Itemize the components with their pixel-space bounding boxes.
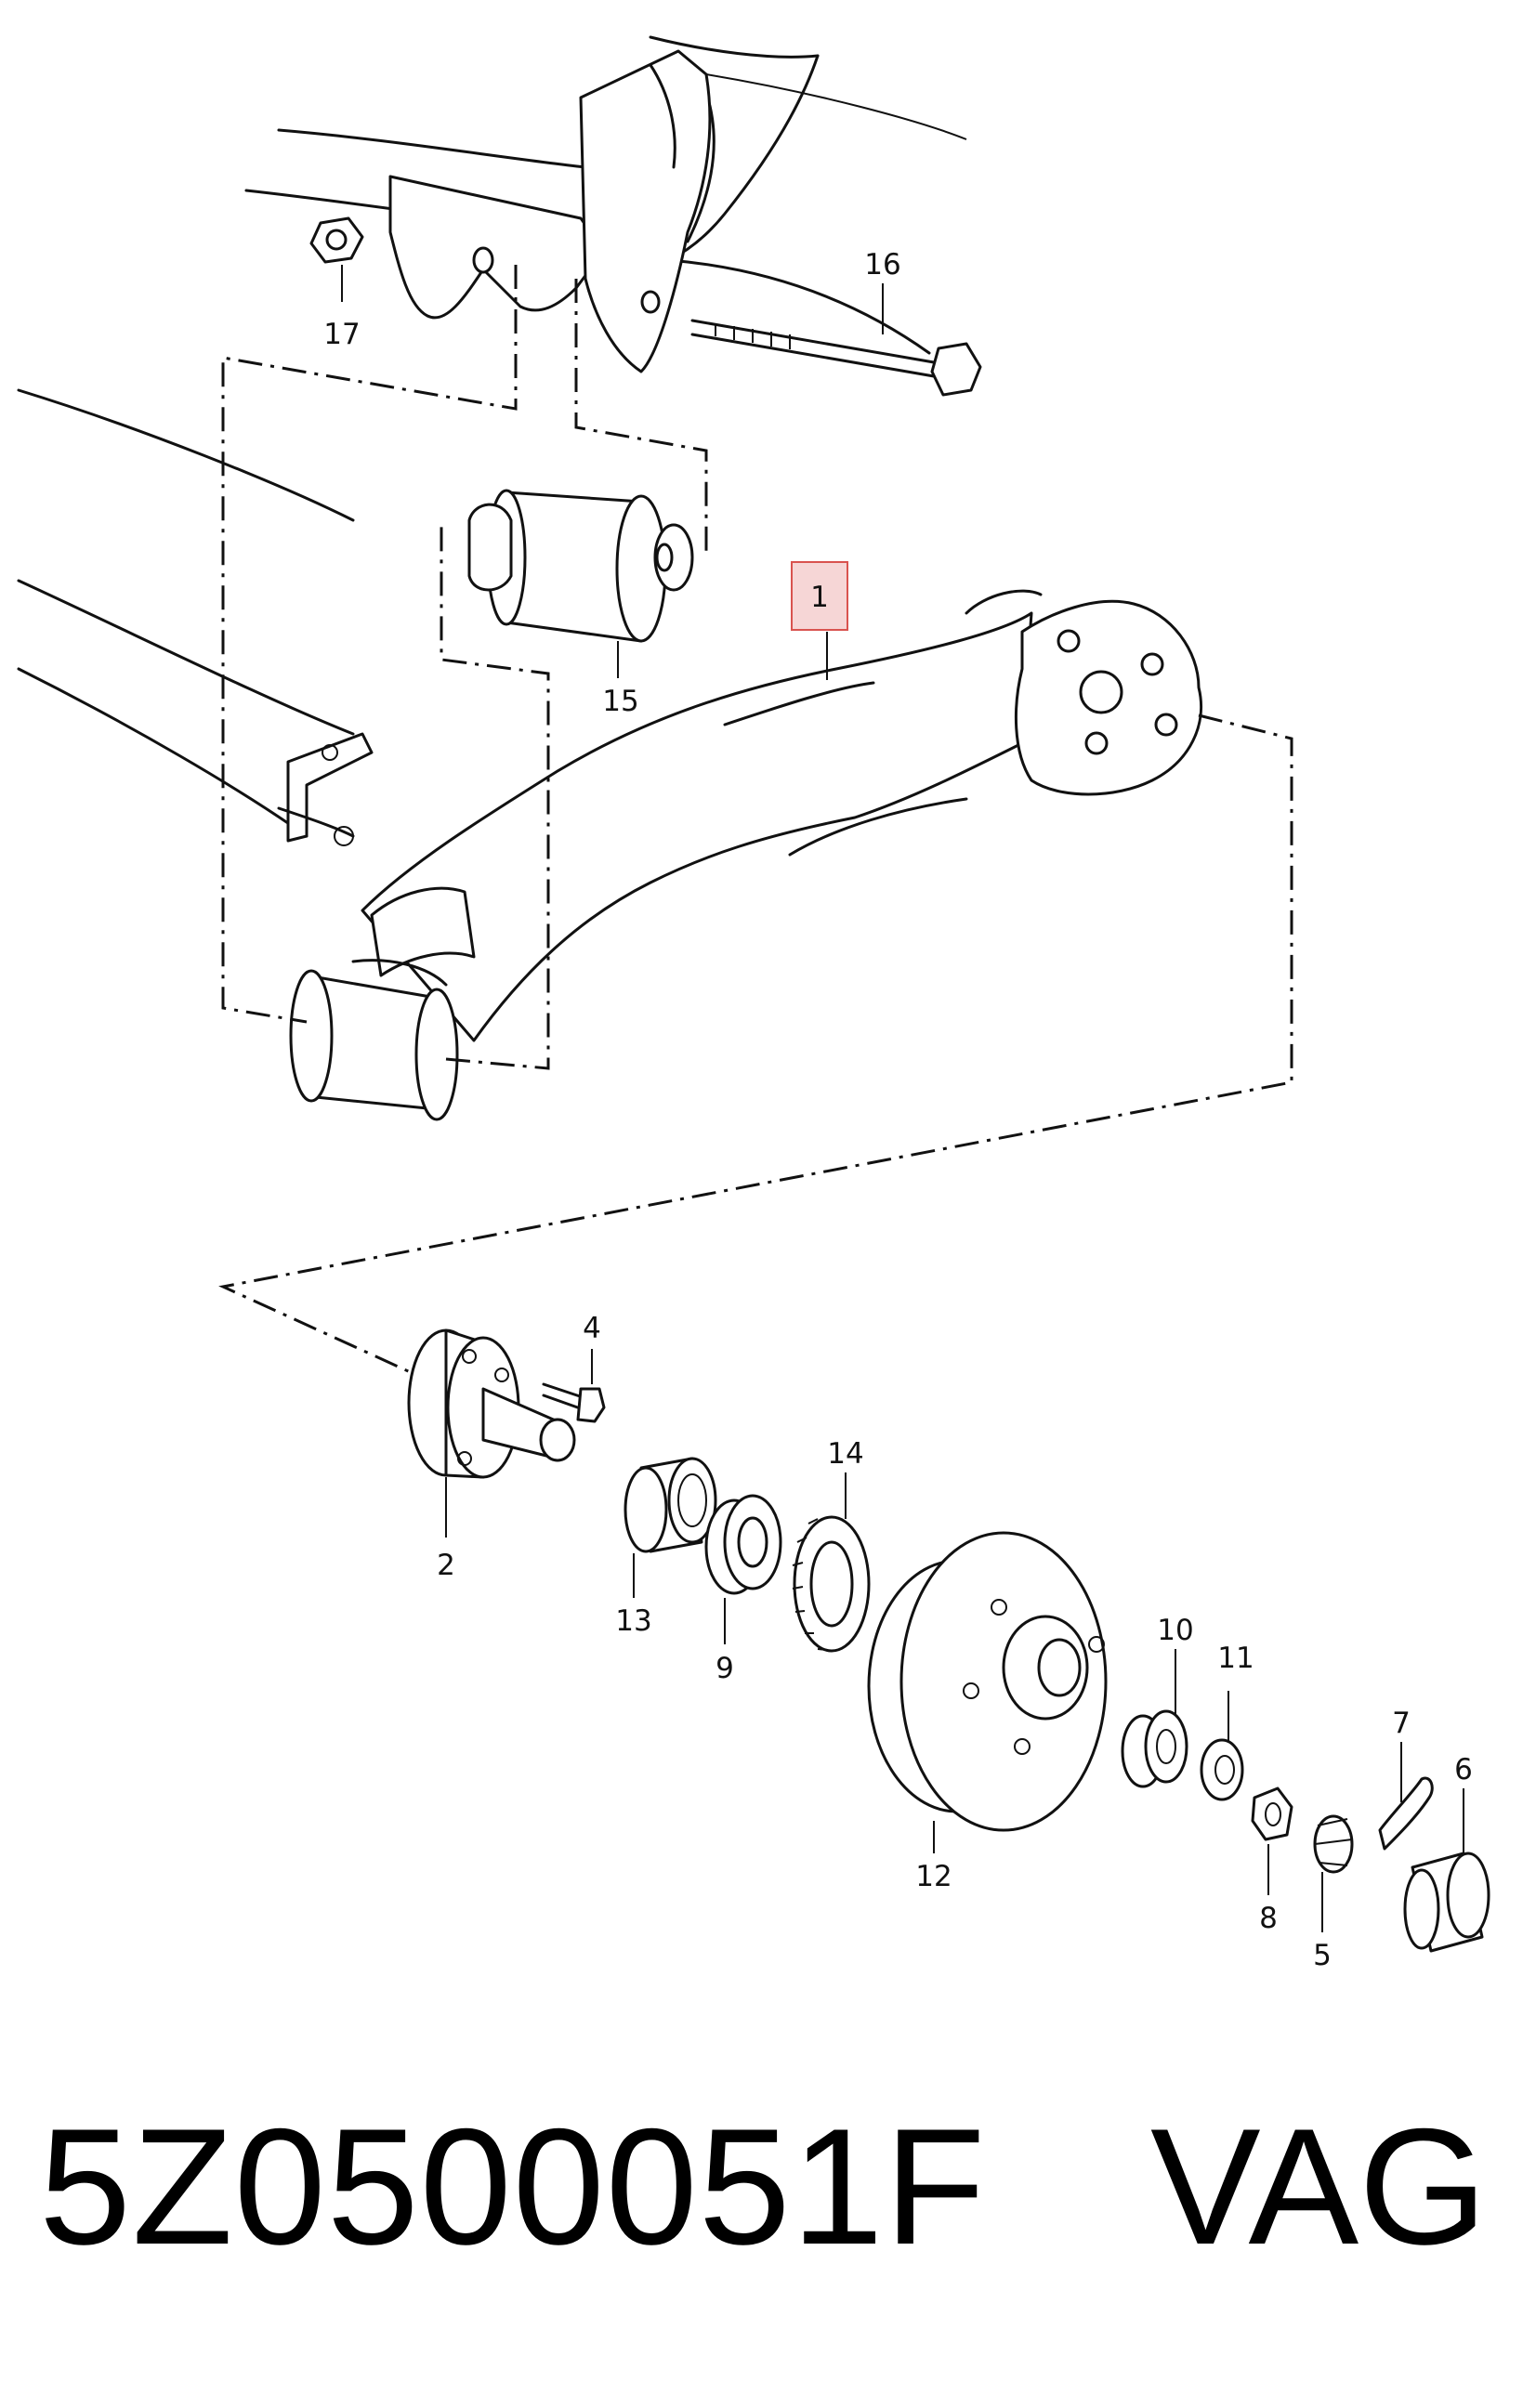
nut-8 bbox=[1251, 1786, 1293, 1841]
brake-drum-12 bbox=[867, 1531, 1108, 1832]
callout-15: 15 bbox=[602, 685, 638, 718]
bearing-10 bbox=[1121, 1709, 1188, 1788]
split-pin-7 bbox=[1378, 1776, 1434, 1851]
brand-name: VAG bbox=[1150, 2094, 1488, 2279]
callout-8: 8 bbox=[1259, 1902, 1278, 1935]
callout-5: 5 bbox=[1313, 1939, 1332, 1972]
chassis-body-outline bbox=[17, 35, 931, 838]
callout-1: 1 bbox=[810, 581, 829, 614]
callout-4: 4 bbox=[583, 1312, 601, 1345]
sensor-ring-14 bbox=[792, 1515, 871, 1653]
cap-6 bbox=[1403, 1852, 1490, 1953]
callout-7: 7 bbox=[1392, 1707, 1411, 1740]
part-number: 5Z0500051F bbox=[39, 2094, 987, 2279]
bolt-4 bbox=[542, 1382, 606, 1423]
axle-beam bbox=[277, 589, 1203, 1121]
assembly-lines bbox=[218, 265, 1293, 1386]
rubber-bush bbox=[467, 489, 694, 643]
seal-13 bbox=[624, 1457, 717, 1553]
callout-1-highlight bbox=[791, 561, 848, 631]
callout-11: 11 bbox=[1217, 1642, 1254, 1675]
callout-labels: 1 2 4 5 6 7 8 9 10 11 12 13 14 15 16 17 bbox=[323, 248, 1473, 1972]
callout-12: 12 bbox=[915, 1860, 952, 1893]
bolt-16 bbox=[690, 319, 982, 397]
callout-10: 10 bbox=[1157, 1614, 1193, 1647]
nut-17 bbox=[309, 216, 364, 264]
mounting-bracket bbox=[388, 49, 967, 373]
callout-17: 17 bbox=[323, 318, 360, 351]
bearing-9 bbox=[704, 1494, 782, 1595]
callout-9: 9 bbox=[715, 1652, 734, 1685]
callout-6: 6 bbox=[1454, 1753, 1473, 1786]
lock-ring-5 bbox=[1313, 1814, 1354, 1874]
stub-axle bbox=[407, 1328, 576, 1479]
washer-11 bbox=[1200, 1738, 1244, 1801]
callout-2: 2 bbox=[437, 1549, 455, 1582]
callout-16: 16 bbox=[864, 248, 900, 281]
callout-lines bbox=[341, 265, 1464, 1932]
callout-13: 13 bbox=[615, 1604, 651, 1638]
callout-14: 14 bbox=[827, 1437, 863, 1471]
